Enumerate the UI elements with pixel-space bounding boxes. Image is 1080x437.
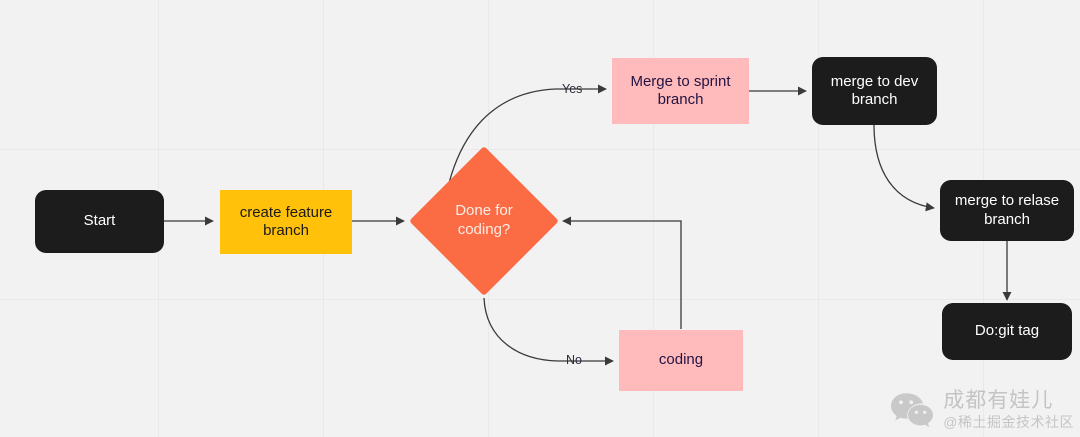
wechat-icon: [891, 393, 934, 428]
node-start[interactable]: Start: [35, 190, 164, 253]
edge-decision-no-to-coding: [483, 297, 614, 366]
node-decision-label: Done for coding?: [455, 202, 513, 238]
node-coding-label: coding: [658, 351, 704, 369]
node-merge-to-release-branch-label: merge to relase branch: [954, 192, 1060, 228]
edge-label-no: No: [566, 353, 582, 367]
node-merge-to-sprint-branch-label: Merge to sprint branch: [630, 72, 731, 108]
node-merge-to-dev-branch-label: merge to dev branch: [830, 72, 919, 108]
edge-label-yes: Yes: [562, 82, 583, 96]
edge-coding-to-decision-feedback: [562, 216, 682, 329]
node-create-feature-branch[interactable]: create feature branch: [220, 190, 352, 254]
watermark: 成都有娃儿 @稀土掘金技术社区: [890, 389, 1074, 431]
node-start-label: Start: [83, 212, 116, 230]
node-do-git-tag-label: Do:git tag: [974, 322, 1040, 340]
node-create-feature-branch-label: create feature branch: [239, 203, 333, 239]
edge-dev-to-release: [873, 124, 935, 212]
watermark-subtitle: @稀土掘金技术社区: [943, 413, 1074, 430]
node-coding[interactable]: coding: [619, 330, 743, 391]
watermark-text: 成都有娃儿 @稀土掘金技术社区: [943, 389, 1074, 431]
node-merge-to-release-branch[interactable]: merge to relase branch: [940, 180, 1074, 241]
node-decision-done-for-coding[interactable]: Done for coding?: [409, 146, 559, 296]
node-do-git-tag[interactable]: Do:git tag: [942, 303, 1072, 360]
watermark-title: 成都有娃儿: [943, 389, 1054, 413]
node-merge-to-dev-branch[interactable]: merge to dev branch: [812, 57, 937, 125]
node-merge-to-sprint-branch[interactable]: Merge to sprint branch: [612, 58, 749, 124]
